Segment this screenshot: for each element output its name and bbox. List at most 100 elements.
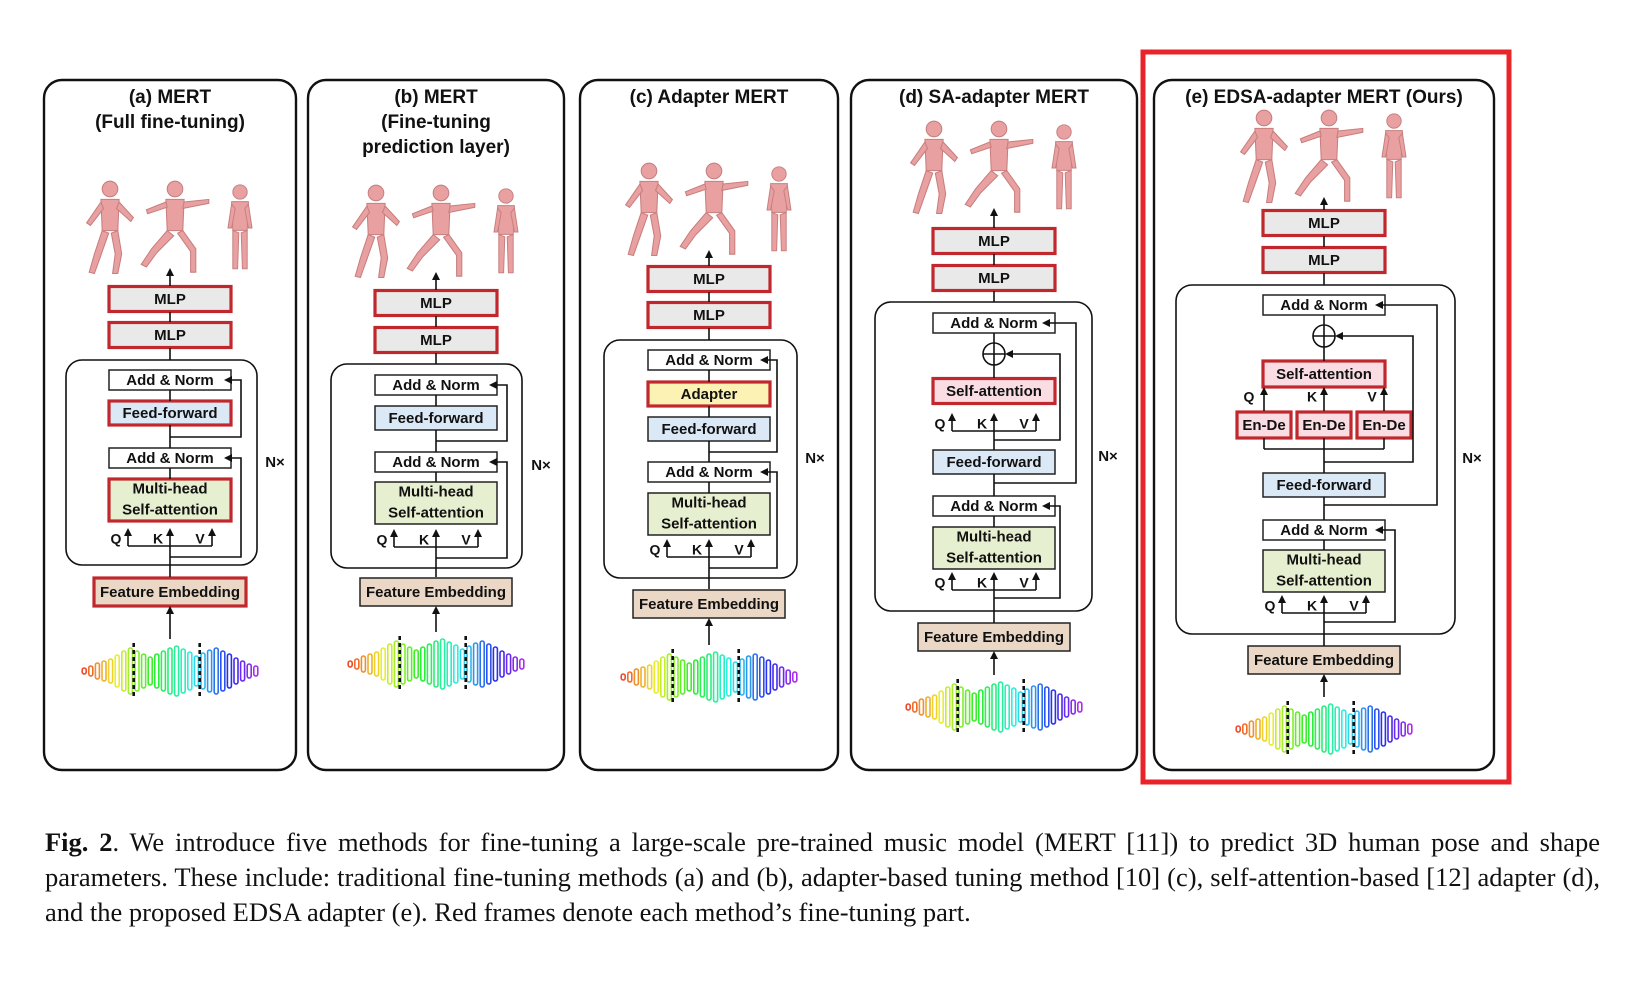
waveform-bar (347, 660, 354, 668)
multi-head-attention-box-label-0: Multi-head (957, 528, 1032, 545)
human-figure-1-torso (366, 202, 386, 236)
waveform-bar (94, 662, 101, 680)
waveform-bar (426, 643, 433, 685)
waveform-bar (686, 662, 693, 692)
add-norm-bottom-label: Add & Norm (950, 498, 1038, 515)
encoder-decoder-box-3-label: En-De (1362, 417, 1405, 434)
waveform-bar (114, 654, 120, 688)
encoder-decoder-box-1-frame (1235, 410, 1293, 440)
add-norm-bottom: Add & Norm (108, 447, 232, 469)
waveform-bar (626, 671, 633, 683)
add-norm-top: Add & Norm (108, 369, 232, 391)
add-norm-top-label: Add & Norm (126, 372, 214, 389)
waveform-bar (911, 701, 918, 713)
waveform-bar (180, 648, 186, 694)
waveform-bar (1407, 723, 1413, 735)
waveform-bar (206, 649, 213, 693)
waveform-bar (1400, 721, 1406, 737)
human-figure-1 (624, 162, 674, 257)
waveform-bar (1070, 699, 1076, 715)
human-figure-3 (766, 166, 792, 252)
feature-embedding-box: Feature Embedding (632, 589, 786, 619)
waveform-bar (1275, 708, 1281, 750)
waveform-bar (984, 686, 991, 728)
multi-head-attention-box-frame (1262, 549, 1386, 593)
human-figure-2-head (432, 184, 450, 202)
mlp-box-top-label: MLP (978, 233, 1010, 250)
waveform-bar (353, 658, 360, 670)
waveform-bar (107, 658, 114, 684)
waveform-bar (439, 638, 446, 690)
human-figure-2-torso (989, 138, 1009, 172)
human-figure-2-head (705, 162, 723, 180)
waveform-bar (459, 648, 466, 680)
waveform-bar (971, 692, 978, 722)
feed-forward-box: Feed-forward (374, 405, 498, 431)
panel-b-title-2: prediction layer) (362, 137, 510, 158)
waveform-bar (1374, 708, 1380, 750)
add-norm-bottom: Add & Norm (932, 495, 1056, 517)
feed-forward-box-label: Feed-forward (661, 421, 756, 438)
feature-embedding-box-frame (917, 622, 1071, 652)
add-norm-top: Add & Norm (647, 349, 771, 371)
mlp-box-bottom-label: MLP (978, 270, 1010, 287)
feed-forward-box-label: Feed-forward (946, 454, 1041, 471)
mlp-box-top-label: MLP (154, 291, 186, 308)
qkv-label-Q: Q (935, 416, 946, 432)
mlp-box-top: MLP (373, 288, 499, 318)
mlp-box-bottom: MLP (107, 320, 233, 350)
panel-c-title-0: (c) Adapter MERT (630, 87, 789, 108)
add-norm-bottom: Add & Norm (374, 451, 498, 473)
human-figure-1-head (1255, 109, 1273, 127)
self-attention-adapter-box-frame (931, 376, 1057, 406)
waveform-bar (154, 653, 160, 689)
mlp-box-bottom-label: MLP (154, 327, 186, 344)
waveform-bar (406, 646, 413, 682)
mlp-box-bottom-frame (1261, 245, 1387, 275)
add-norm-bottom-label: Add & Norm (1280, 522, 1368, 539)
residual-connection-lower (1324, 526, 1396, 623)
feature-embedding-box: Feature Embedding (92, 576, 248, 608)
waveform-bar (373, 651, 380, 677)
repeat-count-label: N× (1462, 450, 1482, 467)
panel-e-title-0: (e) EDSA-adapter MERT (Ours) (1185, 87, 1463, 108)
waveform-bar (1301, 714, 1307, 744)
qkv-label-K: K (153, 531, 163, 547)
waveform-bar (752, 653, 759, 701)
waveform-bar (659, 656, 666, 698)
human-figure-1 (85, 180, 135, 275)
repeat-count-label: N× (805, 450, 825, 467)
qkv-label-Q: Q (111, 531, 122, 547)
method-comparison-figure: (a) MERT(Full fine-tuning)N×Feature Embe… (42, 49, 1512, 785)
residual-connection-upper (436, 381, 508, 442)
waveform-bar (1321, 705, 1327, 753)
human-figure-2-torso (1319, 127, 1339, 161)
adapter-box: Adapter (646, 380, 772, 408)
waveform-bar (964, 689, 971, 725)
panel-d-title-0: (d) SA-adapter MERT (899, 87, 1089, 108)
audio-waveform-icon (347, 636, 525, 692)
waveform-bar (1360, 707, 1367, 751)
qkv-label-Q: Q (650, 542, 661, 558)
encoder-decoder-box-1-label: En-De (1242, 417, 1285, 434)
mlp-box-top-frame (1261, 208, 1387, 238)
waveform-bar (380, 647, 387, 681)
waveform-bar (1268, 712, 1274, 746)
mlp-box-top-frame (646, 264, 772, 294)
mlp-box-bottom-label: MLP (693, 307, 725, 324)
waveform-bar (512, 656, 519, 672)
human-figure-2-head (166, 180, 184, 198)
mlp-box-top: MLP (1261, 208, 1387, 238)
waveform-bar (1341, 709, 1347, 749)
multi-head-attention-box-frame (107, 477, 233, 523)
mlp-box-bottom-label: MLP (1308, 252, 1340, 269)
human-figure-1-torso (639, 180, 659, 214)
waveform-bar (140, 653, 147, 689)
waveform-bar (160, 650, 167, 692)
waveform-bar (1010, 687, 1017, 727)
multi-head-attention-box-frame (374, 481, 498, 525)
add-norm-top-label: Add & Norm (392, 377, 480, 394)
